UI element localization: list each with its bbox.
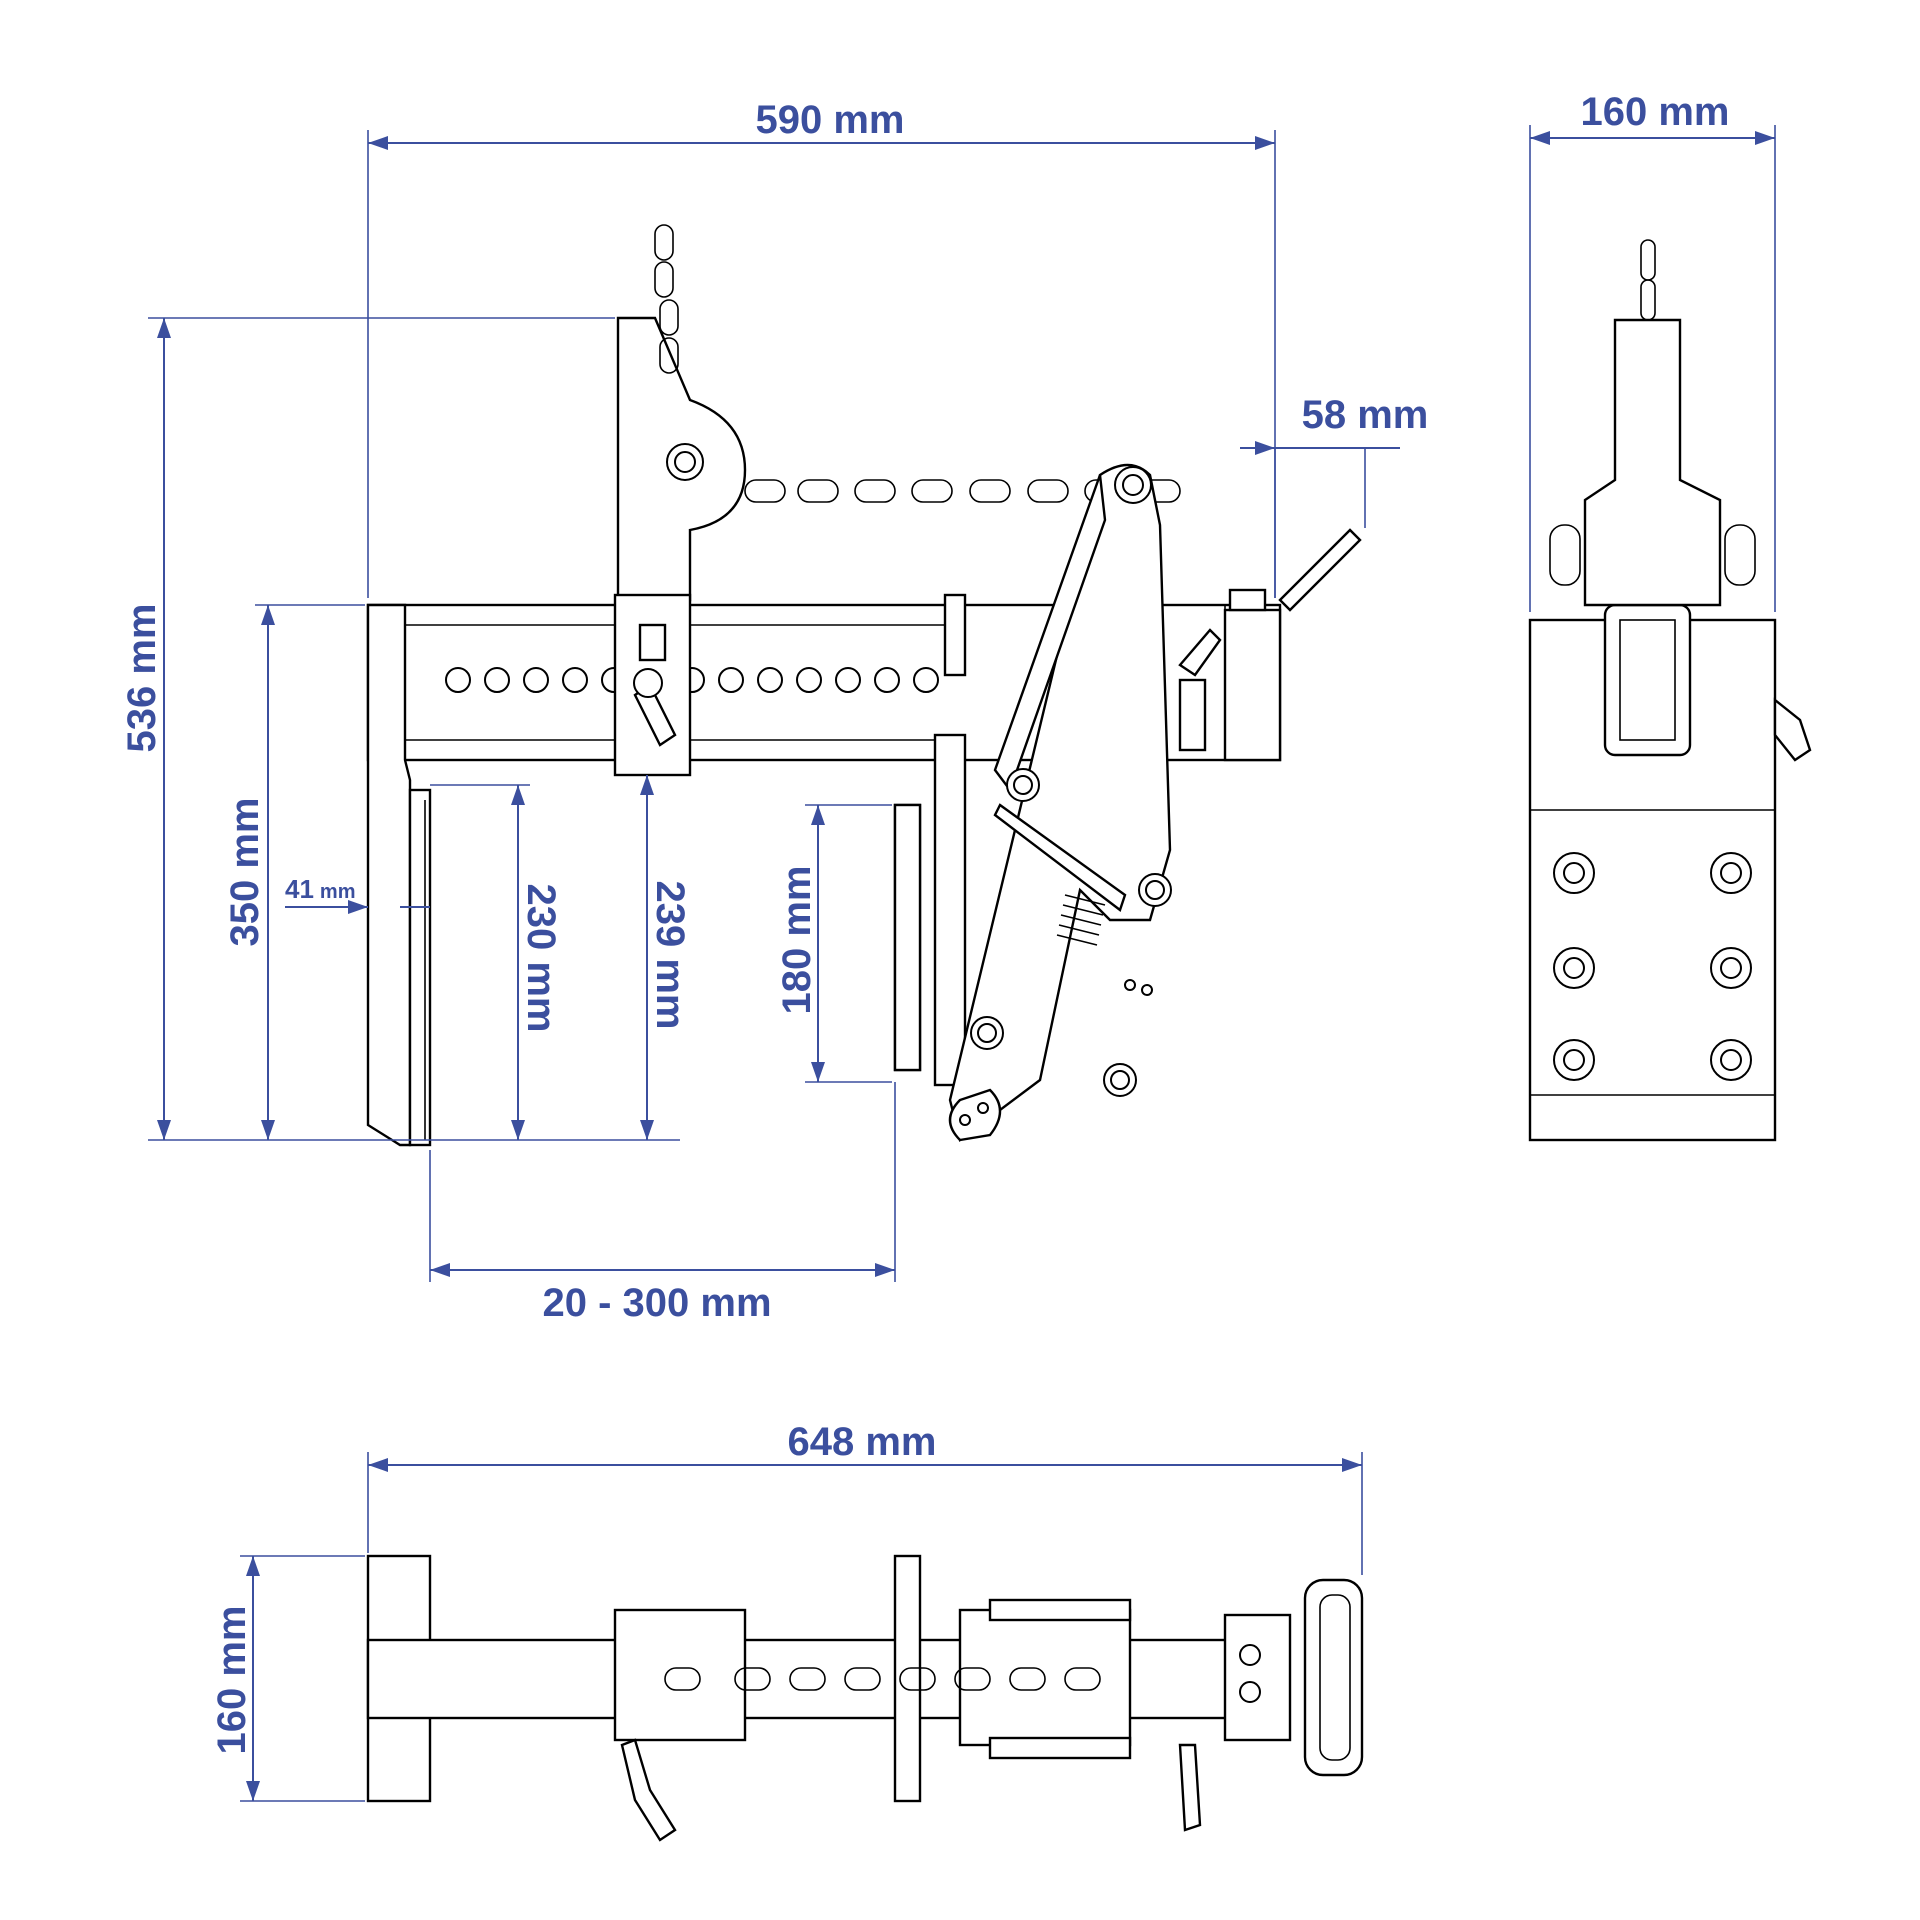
side-bolts <box>1553 852 1752 1081</box>
top-view <box>366 1554 1364 1842</box>
dim-handle-offset: 58 mm <box>1302 393 1429 437</box>
dim-top-length: 648 mm <box>788 1420 937 1464</box>
front-view <box>366 224 1362 1147</box>
dim-bar-height: 350 mm <box>223 798 267 947</box>
dim-jaw-depth-a: 230 mm <box>519 884 563 1033</box>
vertical-chain <box>654 224 679 374</box>
dim-front-height: 536 mm <box>120 604 164 753</box>
dim-front-width: 590 mm <box>756 98 905 142</box>
dim-side-width: 160 mm <box>1581 90 1730 134</box>
dim-pad-height: 180 mm <box>775 866 819 1015</box>
top-chain <box>664 1667 1101 1691</box>
dim-opening-range: 20 - 300 mm <box>542 1281 771 1325</box>
side-view <box>1528 239 1812 1142</box>
dim-jaw-depth-b: 239 mm <box>648 881 692 1030</box>
dim-top-width: 160 mm <box>210 1606 254 1755</box>
